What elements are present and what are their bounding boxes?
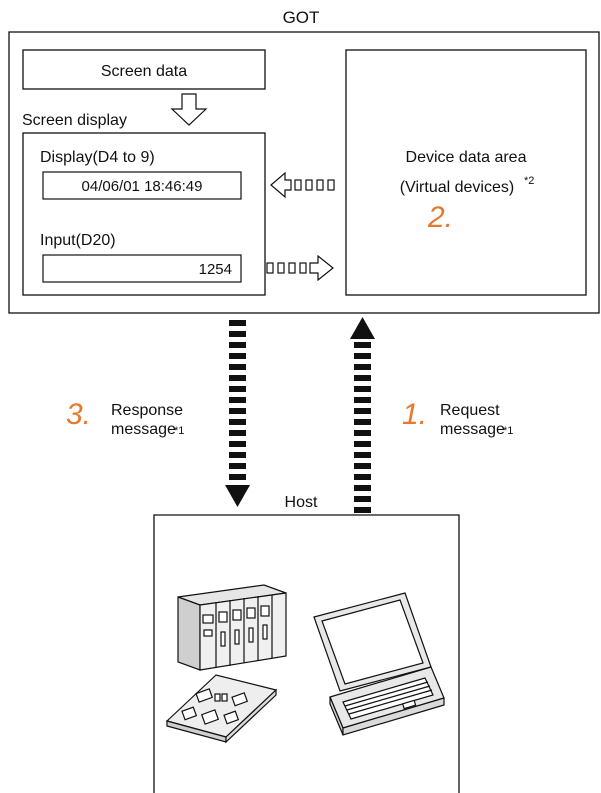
host-title: Host (285, 494, 318, 511)
laptop-icon (313, 592, 445, 736)
got-box (8, 31, 600, 314)
display-label: Display(D4 to 9) (40, 149, 155, 166)
display-field (42, 171, 242, 200)
screen-data-label: Screen data (101, 63, 187, 80)
device-area-line1: Device data area (406, 149, 527, 166)
display-value: 04/06/01 18:46:49 (82, 178, 203, 195)
input-field (42, 254, 242, 283)
arrow-right-dashed-icon (266, 254, 334, 282)
step-3-number: 3. (66, 398, 91, 431)
circuit-board-icon (165, 674, 278, 744)
screen-data-box (22, 49, 266, 90)
device-area-note: *2 (524, 175, 534, 187)
step-1-number: 1. (402, 398, 427, 431)
response-arrow-down-icon (225, 320, 250, 507)
request-line1: Request (440, 402, 500, 419)
request-arrow-up-icon (350, 317, 375, 513)
step-2-number: 2. (427, 201, 453, 234)
screen-display-label: Screen display (22, 112, 127, 129)
request-line2: message (440, 421, 505, 438)
device-data-area-box (345, 49, 587, 296)
arrow-down-icon (170, 93, 208, 126)
response-note: *1 (174, 425, 184, 437)
plc-icon (177, 584, 287, 671)
screen-display-box (22, 132, 266, 296)
input-value: 1254 (199, 261, 232, 278)
request-note: *1 (503, 425, 513, 437)
got-title: GOT (283, 8, 320, 27)
device-area-line2: (Virtual devices) (400, 179, 514, 196)
response-line1: Response (111, 402, 183, 419)
response-line2: message (111, 421, 176, 438)
input-label: Input(D20) (40, 232, 116, 249)
arrow-left-dashed-icon (270, 171, 335, 199)
host-box (153, 514, 460, 793)
